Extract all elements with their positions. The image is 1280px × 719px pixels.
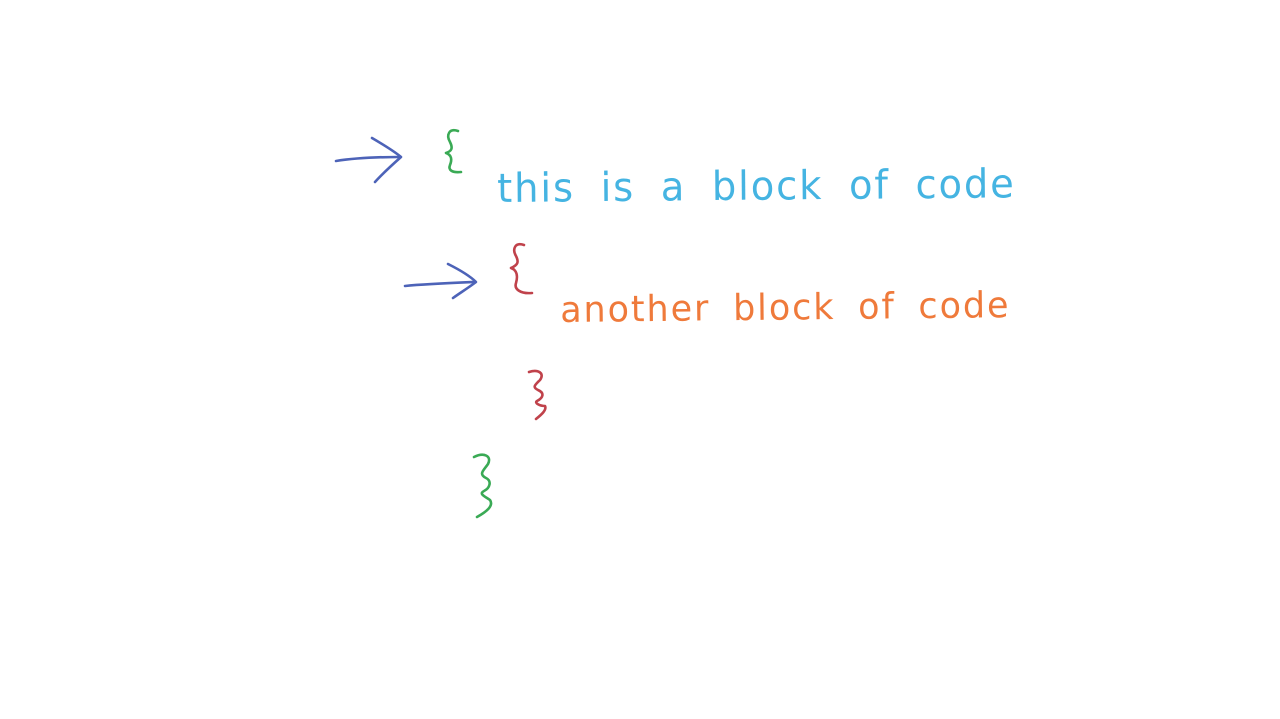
outer-arrow-icon bbox=[334, 136, 403, 184]
inner-close-brace bbox=[527, 369, 547, 421]
outer-open-brace bbox=[444, 129, 463, 174]
inner-open-brace bbox=[509, 243, 534, 295]
outer-block-text: this is a block of code bbox=[497, 161, 1016, 212]
inner-arrow-icon bbox=[403, 262, 478, 300]
inner-block-text: another block of code bbox=[560, 285, 1011, 331]
outer-close-brace bbox=[472, 453, 493, 519]
